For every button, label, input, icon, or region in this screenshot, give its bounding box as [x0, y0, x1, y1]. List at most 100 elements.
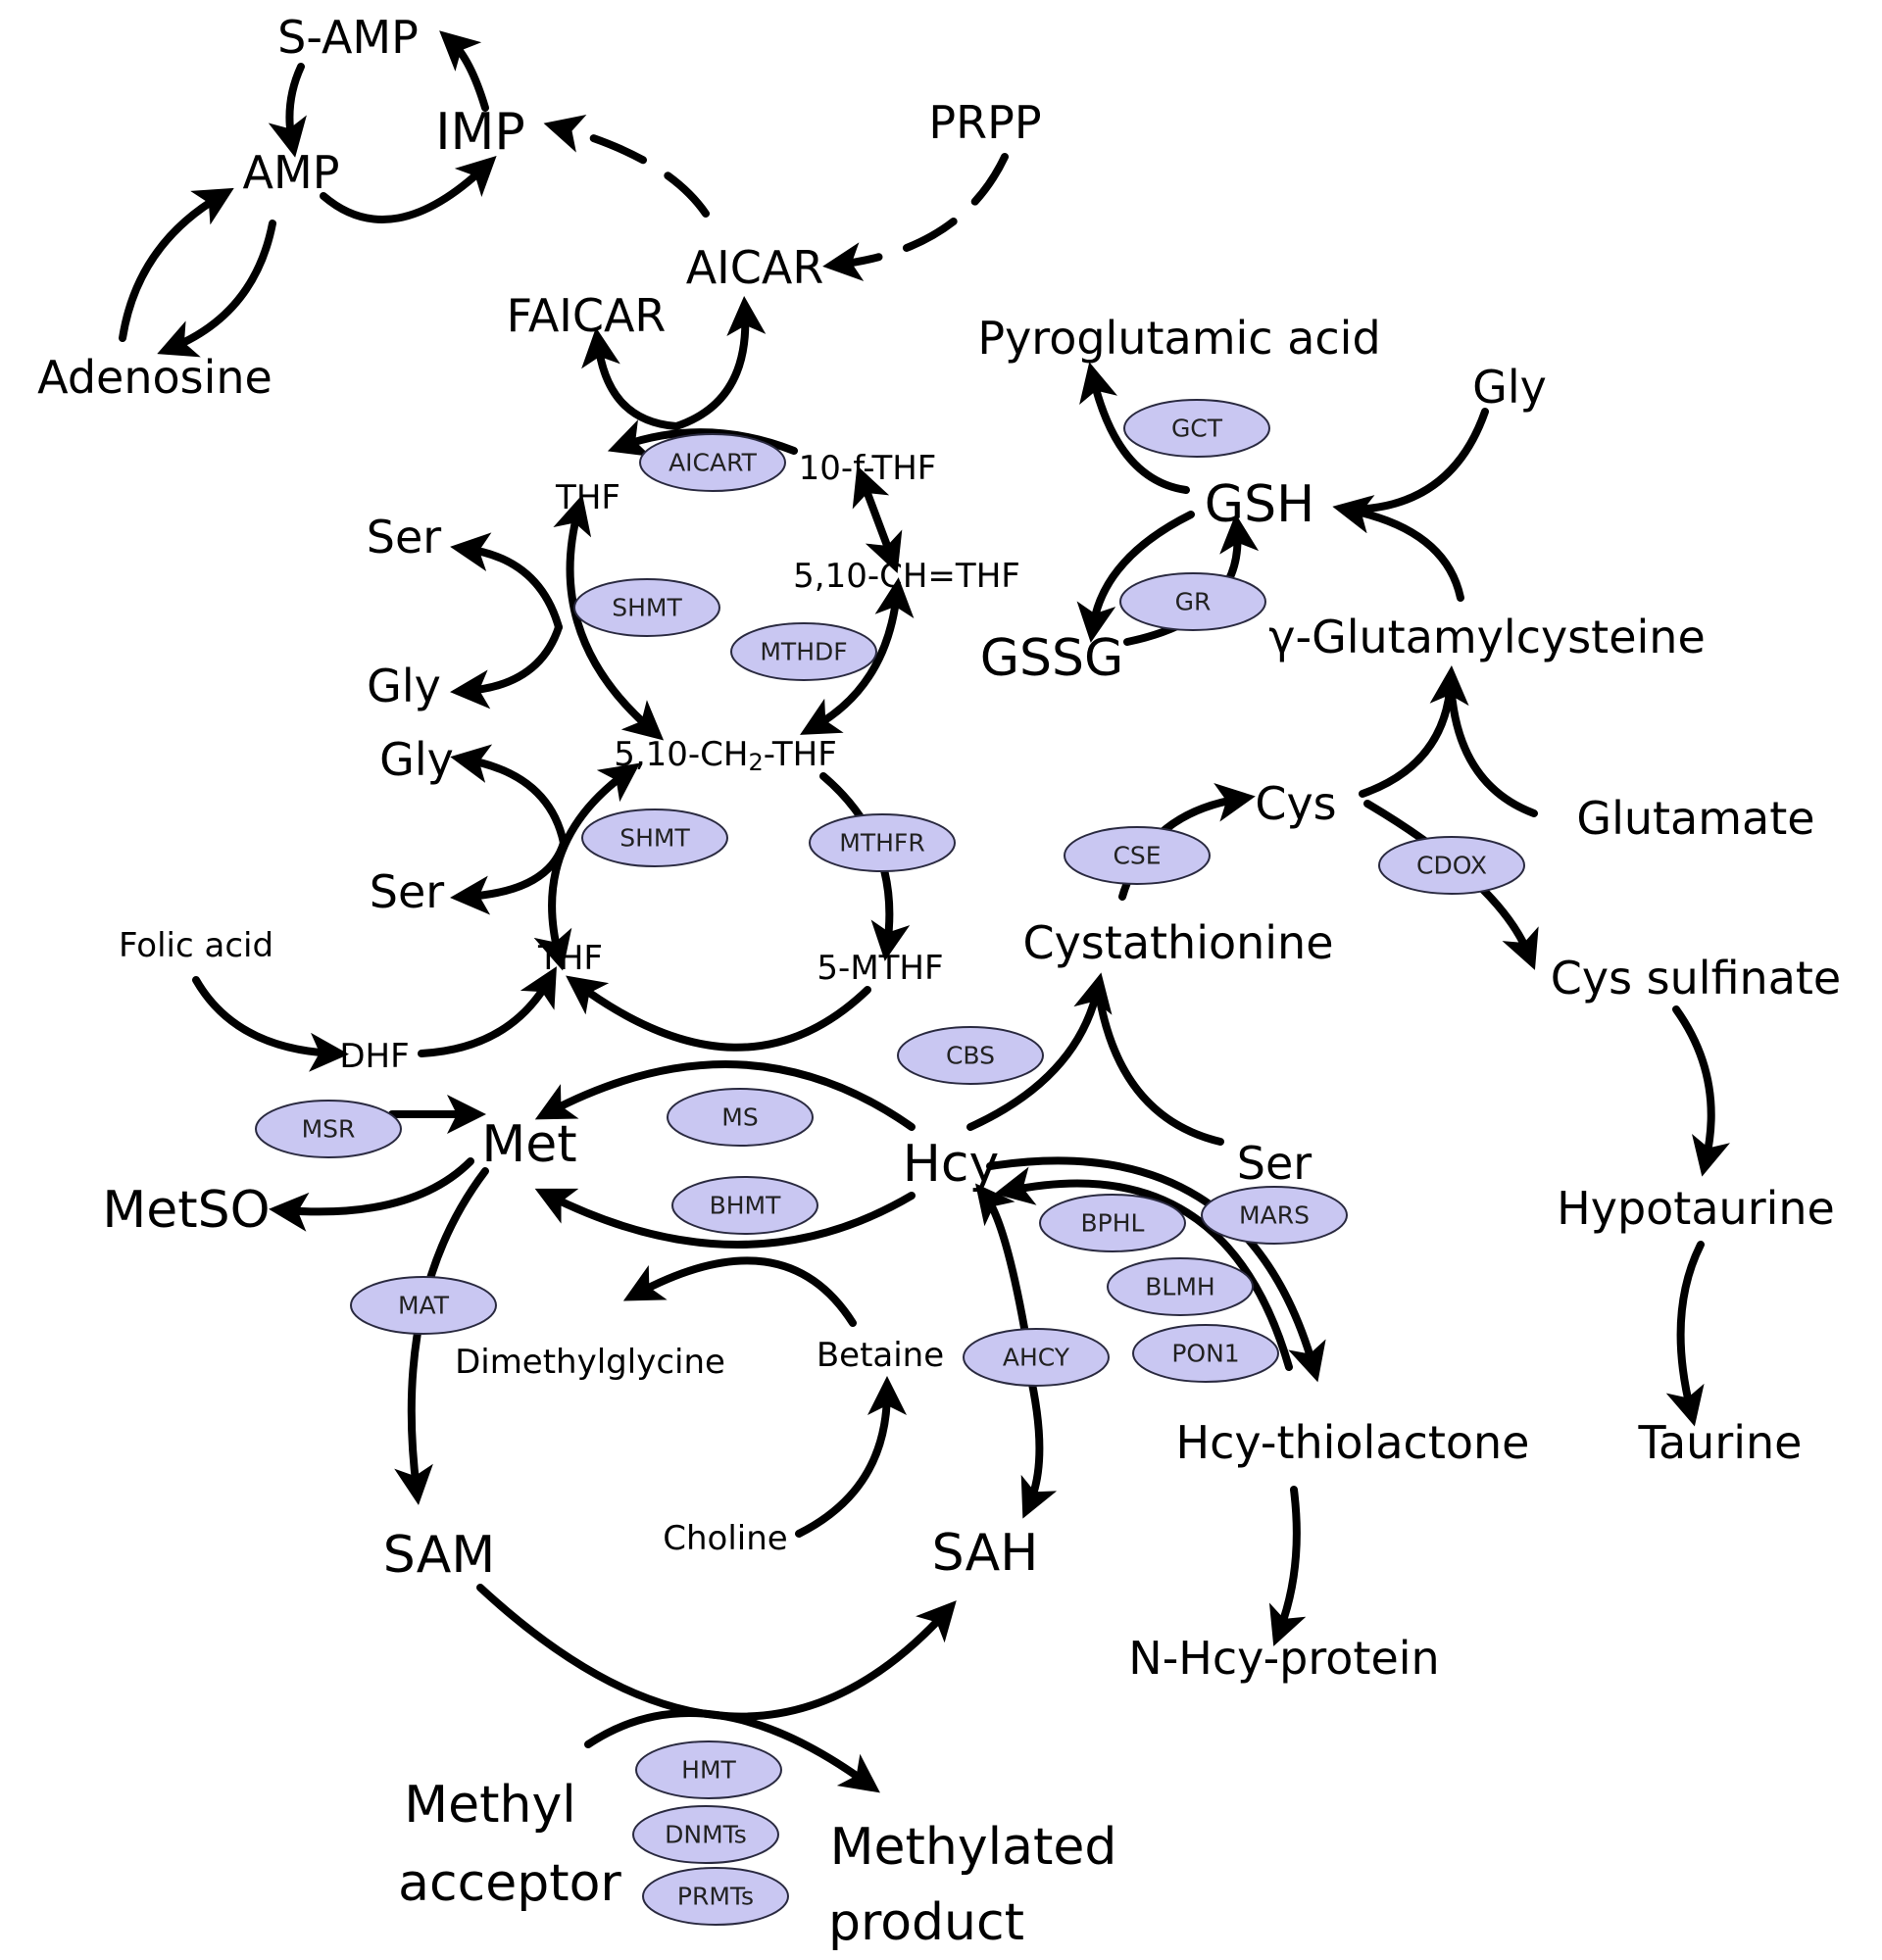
metabolite-thf-bottom: THF [537, 939, 603, 978]
arrow-hcy-to-met-bhmt [534, 1188, 916, 1249]
metabolite-sam: SAM [383, 1526, 495, 1585]
arrow-imp-to-samp [439, 30, 489, 112]
metabolite-glutamate: Glutamate [1576, 792, 1814, 845]
arrow-glutamate-to-glutamylcysteine [1447, 677, 1538, 817]
metabolite-5-mthf: 5-MTHF [817, 949, 943, 988]
enzyme-mat: MAT [350, 1276, 497, 1335]
arrow-gly-to-gsh [1344, 408, 1489, 514]
enzyme-bhmt: BHMT [671, 1176, 818, 1235]
enzyme-label-cdox: CDOX [1416, 852, 1487, 880]
arrow-adenosine-to-amp [119, 187, 234, 342]
arrow-met-to-metso [269, 1157, 474, 1232]
arrow-prpp-to-aicar-dashed [822, 153, 1009, 281]
metabolite-methyl-acceptor-line1: Methyl [404, 1776, 575, 1835]
arrow-betaine-to-dimethylglycine [622, 1256, 857, 1327]
metabolite-sah: SAH [932, 1524, 1039, 1583]
arrow-5mthf-to-thf-bottom [566, 975, 871, 1052]
metabolite-pyroglutamic-acid: Pyroglutamic acid [977, 312, 1380, 365]
arrow-cys-sulfinate-to-hypotaurine [1672, 1005, 1730, 1177]
ch2-thf-prefix: 5,10-CH [614, 735, 748, 774]
metabolite-methyl-acceptor-line2: acceptor [398, 1854, 621, 1913]
arrow-amp-to-adenosine [157, 220, 276, 358]
metabolite-methylated-product-line1: Methylated [830, 1818, 1117, 1877]
arrow-to-ser-top [450, 532, 563, 631]
metabolite-ser-top: Ser [367, 511, 442, 564]
enzyme-label-ahcy: AHCY [1003, 1344, 1070, 1372]
enzyme-bphl: BPHL [1039, 1194, 1186, 1252]
arrow-chthf-ch2thf-reversible [800, 577, 915, 735]
metabolite-ser-right: Ser [1237, 1137, 1312, 1190]
enzyme-label-cse: CSE [1113, 842, 1161, 870]
metabolite-s-amp: S-AMP [277, 11, 419, 64]
arrow-folic-to-dhf [192, 976, 349, 1072]
enzyme-label-mars: MARS [1239, 1201, 1310, 1230]
enzyme-msr: MSR [255, 1100, 402, 1158]
metabolite-gly-right: Gly [1472, 361, 1547, 414]
metabolite-gsh: GSH [1205, 475, 1314, 534]
arrow-hcy-to-met-ms [534, 1060, 916, 1131]
arrow-methyl-acceptor-to-product [584, 1709, 880, 1793]
metabolite-10-f-thf: 10-f-THF [799, 449, 937, 488]
arrow-10fthf-chthf-reversible [852, 466, 903, 573]
metabolite-hcy: Hcy [903, 1135, 999, 1194]
enzyme-ms: MS [667, 1088, 814, 1147]
enzyme-label-mthdf: MTHDF [760, 638, 847, 666]
enzyme-gct: GCT [1123, 399, 1270, 458]
metabolite-5-10-ch2-thf: 5,10-CH2-THF [614, 735, 837, 776]
reaction-arrows [119, 30, 1730, 1793]
enzyme-hmt: HMT [635, 1740, 782, 1799]
enzyme-label-shmt-mid: SHMT [619, 824, 690, 853]
metabolite-folic-acid: Folic acid [119, 926, 273, 965]
arrow-aicart-to-aicar [672, 296, 767, 430]
arrow-gsh-to-pyroglutamic [1079, 362, 1190, 494]
metabolite-faicar: FAICAR [507, 289, 667, 342]
arrow-aicart-to-faicar [581, 327, 680, 430]
enzyme-pon1: PON1 [1132, 1324, 1279, 1383]
enzyme-label-hmt: HMT [681, 1756, 736, 1785]
enzyme-label-dnmts: DNMTs [665, 1821, 747, 1849]
enzyme-label-cbs: CBS [946, 1042, 995, 1070]
metabolite-hypotaurine: Hypotaurine [1557, 1182, 1835, 1235]
enzyme-cbs: CBS [897, 1026, 1044, 1085]
enzyme-shmt-mid: SHMT [581, 808, 728, 867]
enzyme-mthfr: MTHFR [809, 813, 956, 872]
metabolite-prpp: PRPP [928, 96, 1041, 149]
metabolite-thf-top: THF [555, 478, 620, 517]
arrow-samp-to-amp [268, 63, 307, 158]
metabolite-dimethylglycine: Dimethylglycine [455, 1343, 725, 1382]
enzyme-label-blmh: BLMH [1145, 1273, 1214, 1301]
arrow-to-gly-top [450, 623, 563, 710]
metabolite-ser-mid: Ser [370, 865, 445, 918]
metabolite-gly-mid: Gly [379, 733, 454, 786]
enzyme-label-gr: GR [1175, 588, 1212, 616]
arrow-thf-ch2thf-top-reversible [553, 494, 665, 741]
metabolite-labels: S-AMP IMP AMP Adenosine PRPP AICAR FAICA… [37, 11, 1841, 1952]
arrow-sah-to-hcy [975, 1183, 1028, 1332]
metabolite-imp: IMP [435, 103, 525, 162]
enzyme-label-shmt-top: SHMT [612, 594, 682, 622]
metabolite-adenosine: Adenosine [37, 351, 272, 404]
arrow-to-gly-mid [450, 744, 568, 847]
enzyme-cdox: CDOX [1378, 836, 1525, 895]
arrow-hcy-to-cystathionine [966, 972, 1113, 1131]
arrow-glutamylcysteine-to-gsh [1332, 495, 1464, 602]
metabolite-cys: Cys [1255, 777, 1336, 830]
enzyme-mars: MARS [1201, 1186, 1348, 1245]
metabolite-cystathionine: Cystathionine [1022, 916, 1333, 969]
metabolite-dhf: DHF [339, 1037, 409, 1076]
enzyme-dnmts: DNMTs [632, 1805, 779, 1864]
arrow-sam-to-sah [476, 1584, 957, 1721]
metabolite-gssg: GSSG [980, 629, 1124, 688]
arrow-cys-to-glutamylcysteine [1359, 665, 1469, 798]
enzyme-blmh: BLMH [1107, 1257, 1254, 1316]
arrow-10fthf-to-thf [607, 419, 798, 457]
metabolite-cys-sulfinate: Cys sulfinate [1551, 952, 1841, 1004]
enzyme-label-ms: MS [721, 1103, 758, 1132]
arrow-gsh-to-gssg [1076, 511, 1195, 643]
arrow-thiolactone-to-hcy [994, 1166, 1293, 1371]
metabolite-taurine: Taurine [1638, 1416, 1803, 1469]
arrow-hypotaurine-to-taurine [1665, 1241, 1705, 1427]
metabolite-methylated-product-line2: product [828, 1893, 1024, 1952]
arrow-choline-to-betaine [795, 1376, 907, 1538]
arrow-to-ser-mid [450, 839, 568, 915]
